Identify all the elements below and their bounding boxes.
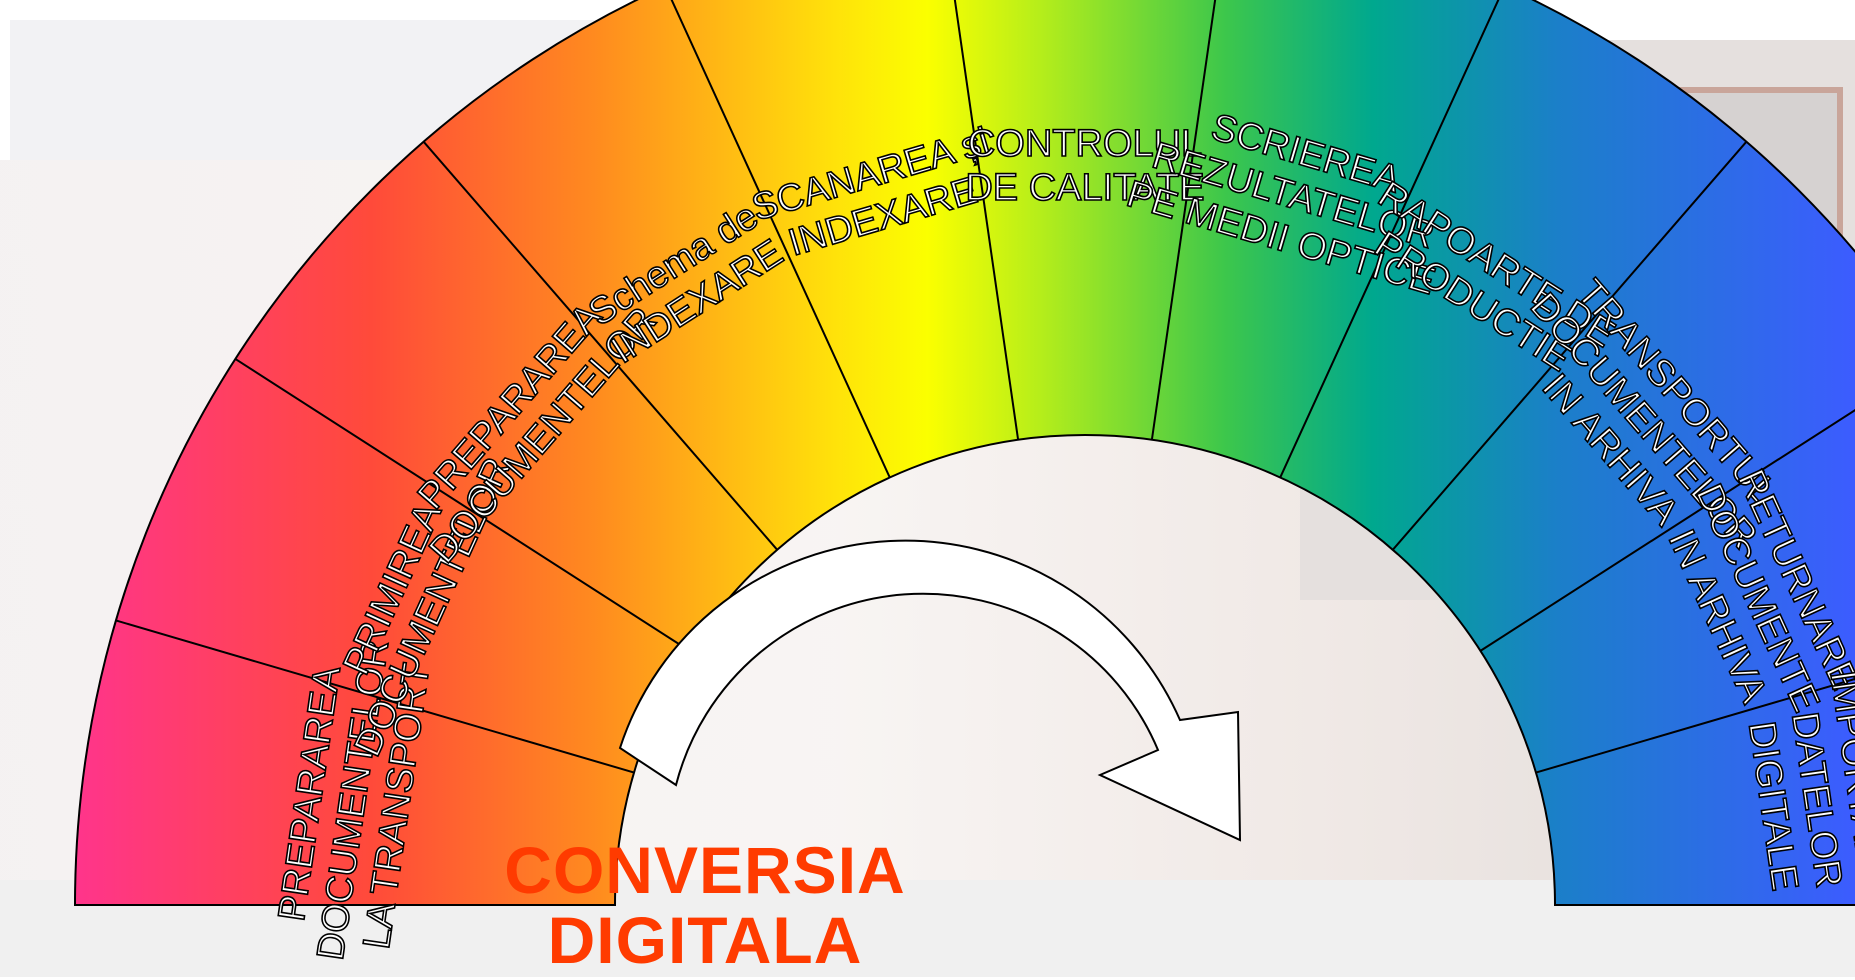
diagram-title-line2: DIGITALA [547,903,863,977]
curved-arrow-right-icon [618,539,1242,842]
segment-divider [670,0,891,478]
diagram-title-line1: CONVERSIA [504,833,906,907]
segment-divider [1535,677,1855,774]
segment-ring [73,0,1855,906]
segment-divider [1150,0,1217,440]
segment-divider [953,0,1020,440]
segment-divider [1279,0,1500,478]
segment-divider [1479,408,1855,652]
segment-divider [115,619,635,774]
segment-label-line: CONTROLUL [968,123,1202,165]
segment-importarea-datelor-digitale: IMPORTAREADATELORDIGITALE [1739,667,1855,920]
segment-label-line: DE CALITATE [965,167,1204,209]
segment-divider [234,358,691,652]
segment-divider [1392,141,1748,551]
segment-divider [422,141,778,551]
